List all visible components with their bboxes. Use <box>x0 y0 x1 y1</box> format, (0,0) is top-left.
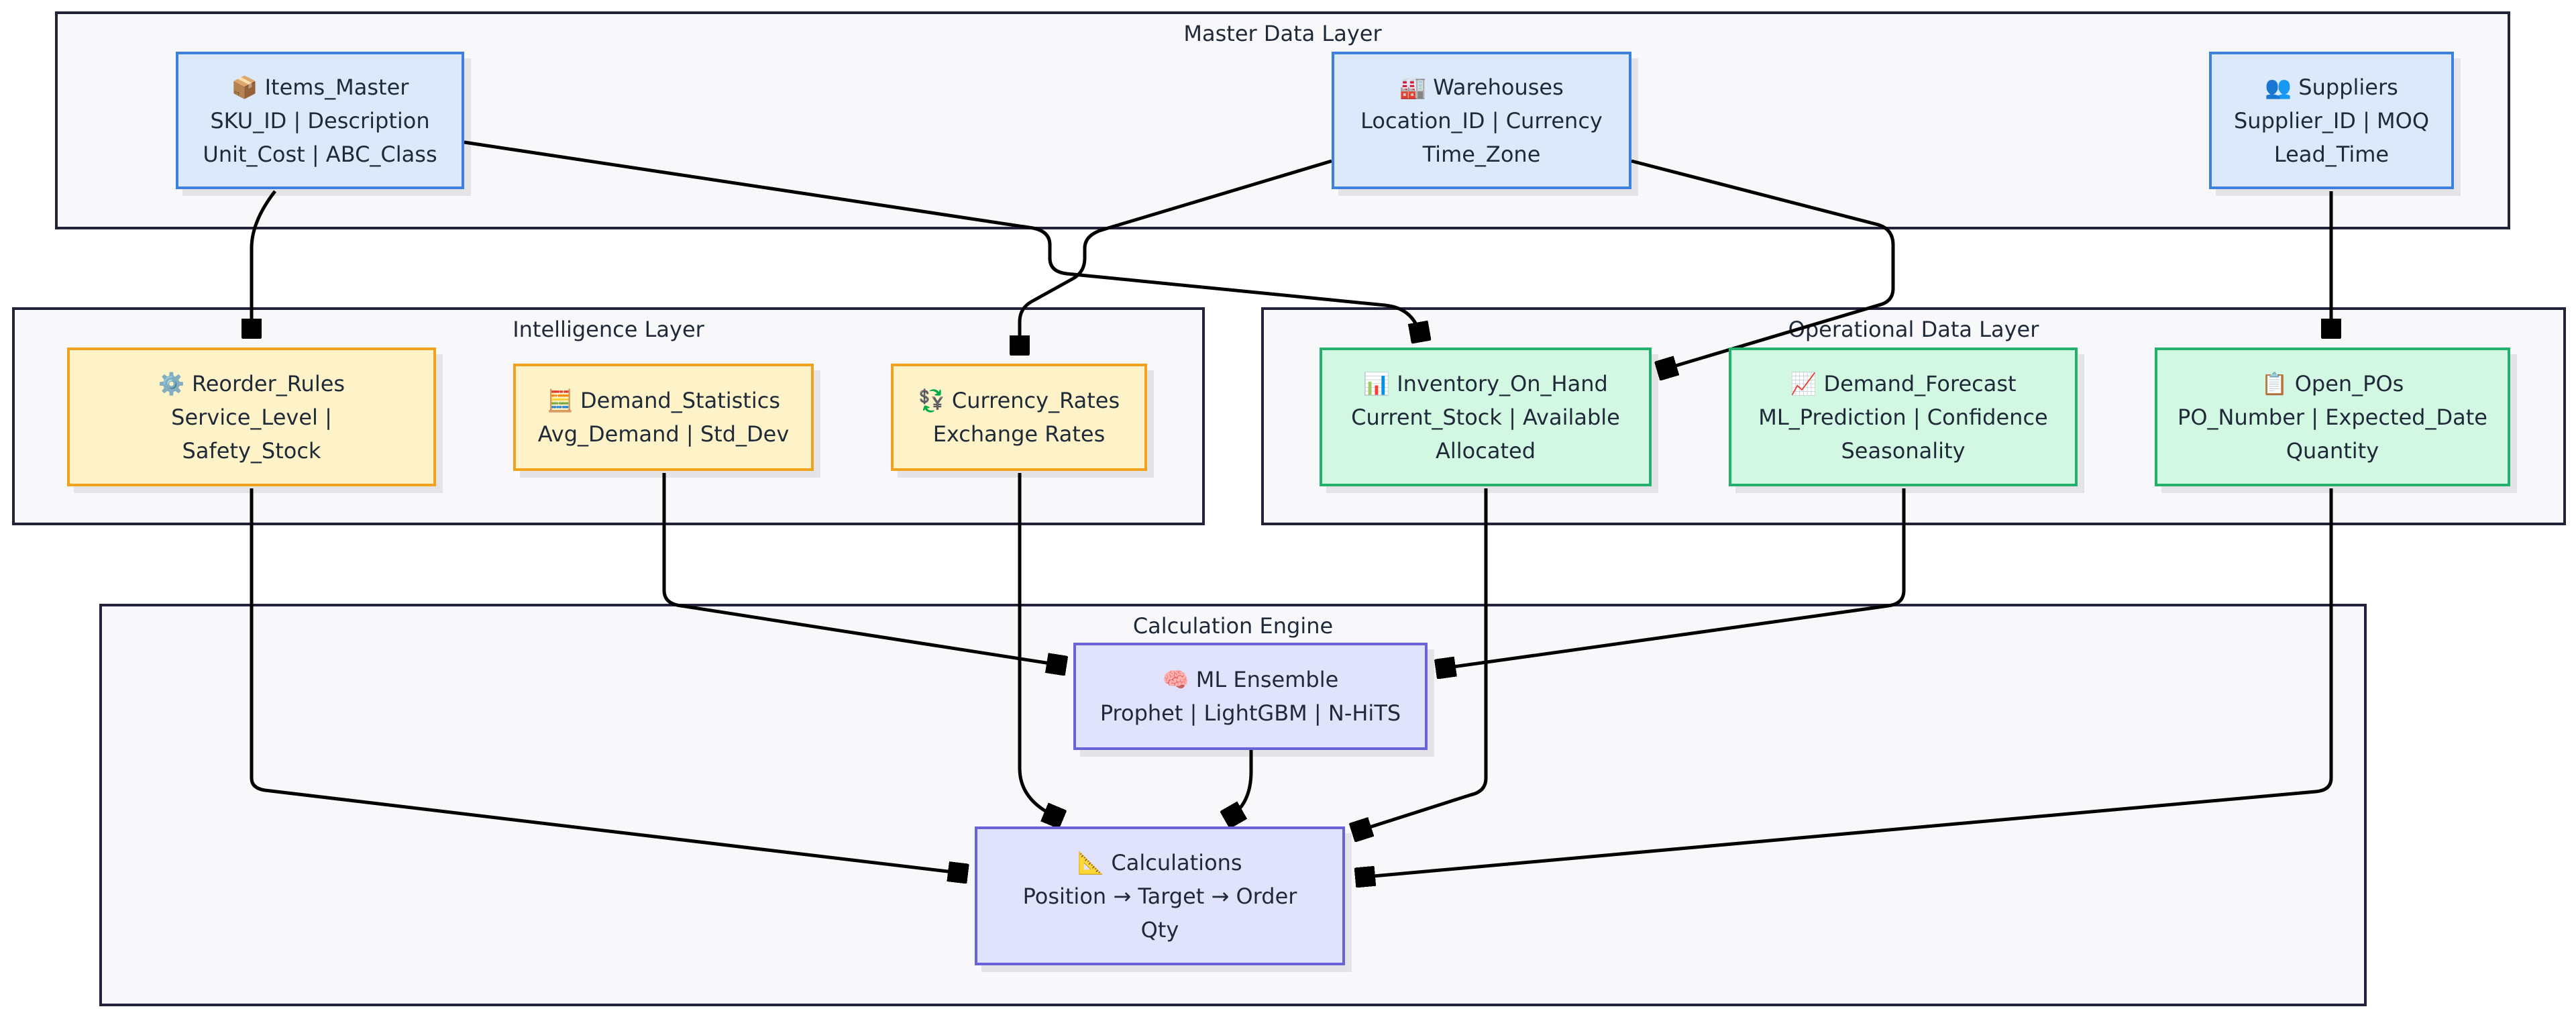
node-ml-ensemble-fields: Prophet | LightGBM | N-HiTS <box>1099 700 1401 726</box>
node-items-master-fields-2: Unit_Cost | ABC_Class <box>203 141 437 167</box>
node-open-pos-title: 📋 Open_POs <box>2261 370 2404 396</box>
group-master-data-layer: Master Data Layer <box>55 11 2510 229</box>
node-demand-statistics-title: 🧮 Demand_Statistics <box>547 388 780 413</box>
node-demand-statistics[interactable]: 🧮 Demand_Statistics Avg_Demand | Std_Dev <box>513 364 814 471</box>
node-demand-forecast[interactable]: 📈 Demand_Forecast ML_Prediction | Confid… <box>1729 347 2078 486</box>
node-open-pos-fields-2: Quantity <box>2286 437 2379 464</box>
node-items-master-title: 📦 Items_Master <box>231 74 409 100</box>
node-warehouses-fields-2: Time_Zone <box>1422 141 1541 167</box>
brain-icon: 🧠 <box>1162 667 1189 692</box>
edge-reorder-rules-to-calculations <box>250 488 965 873</box>
node-reorder-rules-fields-2: Safety_Stock <box>182 437 321 464</box>
node-reorder-rules-title: ⚙️ Reorder_Rules <box>158 370 345 396</box>
node-items-master[interactable]: 📦 Items_Master SKU_ID | Description Unit… <box>176 52 464 189</box>
edge-items-master-to-reorder-rules <box>252 190 276 335</box>
node-ml-ensemble-title: 🧠 ML Ensemble <box>1162 667 1339 692</box>
node-warehouses-title: 🏭 Warehouses <box>1399 74 1564 100</box>
node-demand-forecast-title: 📈 Demand_Forecast <box>1790 370 2017 396</box>
edge-demand-statistics-to-ml-ensemble <box>662 473 1063 665</box>
node-currency-rates-title: 💱 Currency_Rates <box>918 388 1120 413</box>
trend-up-icon: 📈 <box>1790 370 1817 396</box>
edge-demand-forecast-to-ml-ensemble <box>1439 488 1906 669</box>
edge-inventory-to-calculations <box>1355 488 1488 832</box>
node-currency-rates[interactable]: 💱 Currency_Rates Exchange Rates <box>891 364 1147 471</box>
edge-warehouses-to-currency-rates <box>1020 159 1332 352</box>
node-inventory-on-hand-fields-1: Current_Stock | Available <box>1351 404 1620 430</box>
currency-exchange-icon: 💱 <box>918 388 945 413</box>
node-calculations-fields-2: Qty <box>1140 916 1179 943</box>
edge-currency-rates-to-calculations <box>1018 473 1060 818</box>
node-suppliers-title: 👥 Suppliers <box>2265 74 2398 100</box>
group-label-intelligence: Intelligence Layer <box>513 317 704 342</box>
node-inventory-on-hand[interactable]: 📊 Inventory_On_Hand Current_Stock | Avai… <box>1320 347 1652 486</box>
group-label-calculation: Calculation Engine <box>1132 613 1334 639</box>
node-ml-ensemble[interactable]: 🧠 ML Ensemble Prophet | LightGBM | N-HiT… <box>1073 643 1428 750</box>
node-warehouses[interactable]: 🏭 Warehouses Location_ID | Currency Time… <box>1332 52 1631 189</box>
node-demand-forecast-fields-1: ML_Prediction | Confidence <box>1758 404 2048 430</box>
node-suppliers-fields-1: Supplier_ID | MOQ <box>2233 107 2430 133</box>
edge-warehouses-to-inventory <box>1631 159 1895 370</box>
node-suppliers[interactable]: 👥 Suppliers Supplier_ID | MOQ Lead_Time <box>2209 52 2454 189</box>
node-currency-rates-fields: Exchange Rates <box>932 421 1106 447</box>
bar-chart-icon: 📊 <box>1363 370 1391 396</box>
package-icon: 📦 <box>231 74 258 100</box>
node-items-master-fields-1: SKU_ID | Description <box>210 107 430 133</box>
node-open-pos[interactable]: 📋 Open_POs PO_Number | Expected_Date Qua… <box>2155 347 2510 486</box>
node-calculations[interactable]: 📐 Calculations Position → Target → Order… <box>975 826 1345 965</box>
node-reorder-rules-fields-1: Service_Level | <box>171 404 332 430</box>
triangle-ruler-icon: 📐 <box>1077 849 1105 875</box>
node-inventory-on-hand-fields-2: Allocated <box>1436 437 1536 464</box>
clipboard-icon: 📋 <box>2261 370 2288 396</box>
gear-icon: ⚙️ <box>158 370 185 396</box>
abacus-icon: 🧮 <box>547 388 574 413</box>
node-calculations-title: 📐 Calculations <box>1077 849 1242 875</box>
factory-icon: 🏭 <box>1399 74 1427 100</box>
node-suppliers-fields-2: Lead_Time <box>2273 141 2390 167</box>
edge-ml-ensemble-to-calculations <box>1228 750 1253 818</box>
node-calculations-fields-1: Position → Target → Order <box>1022 883 1297 909</box>
node-demand-statistics-fields: Avg_Demand | Std_Dev <box>537 421 790 447</box>
node-inventory-on-hand-title: 📊 Inventory_On_Hand <box>1363 370 1608 396</box>
node-reorder-rules[interactable]: ⚙️ Reorder_Rules Service_Level | Safety_… <box>67 347 436 486</box>
node-demand-forecast-fields-2: Seasonality <box>1841 437 1966 464</box>
group-label-master: Master Data Layer <box>1183 21 1382 46</box>
node-open-pos-fields-1: PO_Number | Expected_Date <box>2178 404 2487 430</box>
edge-open-pos-to-calculations <box>1358 488 2333 877</box>
node-warehouses-fields-1: Location_ID | Currency <box>1360 107 1603 133</box>
edge-items-master-to-inventory <box>464 140 1421 339</box>
people-icon: 👥 <box>2265 74 2292 100</box>
